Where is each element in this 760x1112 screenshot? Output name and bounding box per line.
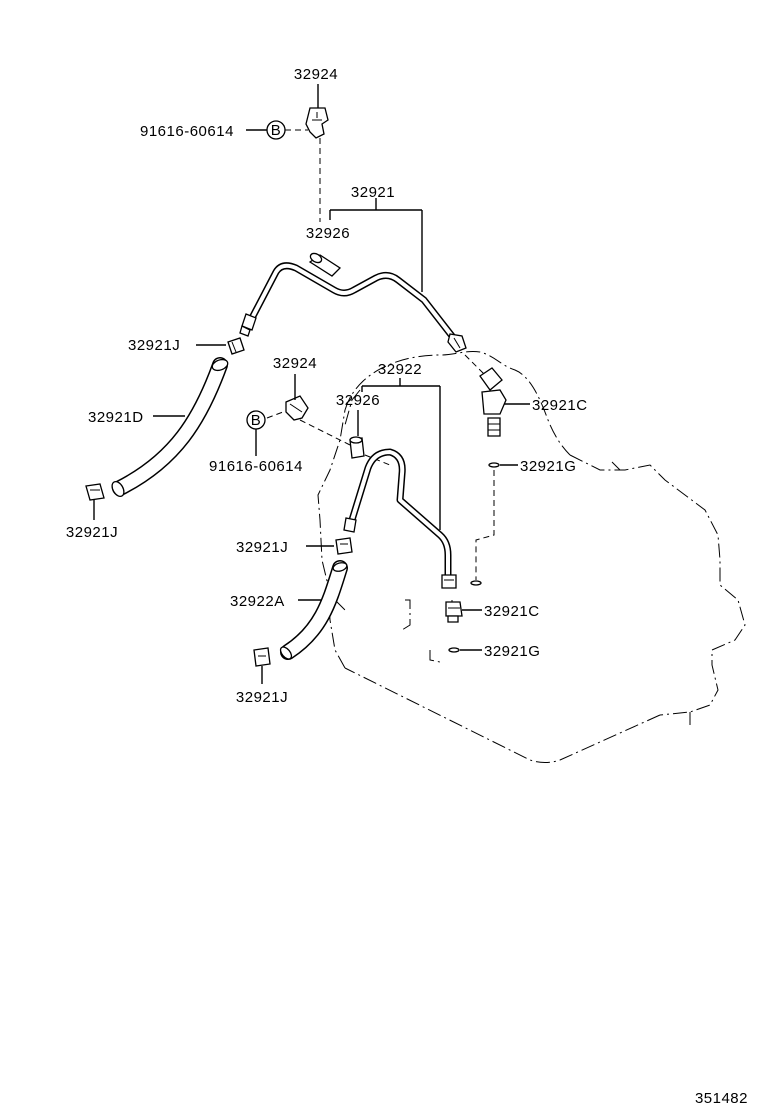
bolt-b-badge-mid[interactable]: B xyxy=(246,410,266,430)
label-clip-j2: 32921J xyxy=(66,524,118,541)
transmission-outline xyxy=(317,351,746,763)
label-clamp-mid: 32926 xyxy=(336,392,380,409)
label-bolt-mid: 91616-60614 xyxy=(209,458,303,475)
label-hose-a: 32922A xyxy=(230,593,285,610)
clamp-mid[interactable] xyxy=(349,410,365,459)
label-pipe-assy-mid: 32922 xyxy=(378,361,422,378)
union-lower[interactable] xyxy=(445,601,463,623)
pipe-assy-top-bracket xyxy=(329,198,423,292)
case-port-upper xyxy=(470,580,482,586)
pipe-upper[interactable] xyxy=(239,262,467,353)
clamp-top[interactable] xyxy=(308,252,342,277)
labels: 32924 91616-60614 32921 32926 32921J 329… xyxy=(66,66,748,1107)
hose-a[interactable] xyxy=(278,560,348,661)
label-bracket-top: 32924 xyxy=(294,66,338,83)
clip-lower-left[interactable] xyxy=(85,483,105,501)
label-pipe-assy-top: 32921 xyxy=(351,184,395,201)
label-bolt-top: 91616-60614 xyxy=(140,123,234,140)
bracket-mid[interactable] xyxy=(285,374,309,421)
bolt-b-letter-top: B xyxy=(271,122,282,139)
gasket-upper[interactable] xyxy=(488,462,500,468)
label-union-c1: 32921C xyxy=(532,397,588,414)
bolt-b-badge-top[interactable]: B xyxy=(266,120,286,140)
label-hose-d: 32921D xyxy=(88,409,144,426)
label-clip-j3: 32921J xyxy=(236,539,288,556)
label-clip-j1: 32921J xyxy=(128,337,180,354)
pipe-middle[interactable] xyxy=(343,448,457,589)
union-upper[interactable] xyxy=(479,367,507,437)
clip-upper-left[interactable] xyxy=(227,337,245,355)
pipe-assy-mid-bracket xyxy=(361,378,441,530)
clip-middle[interactable] xyxy=(335,537,353,555)
hose-d[interactable] xyxy=(110,357,230,499)
bolt-b-letter-mid: B xyxy=(251,412,262,429)
bracket-top[interactable] xyxy=(305,84,329,139)
label-union-c2: 32921C xyxy=(484,603,540,620)
clip-bottom[interactable] xyxy=(253,647,271,667)
label-clamp-top: 32926 xyxy=(306,225,350,242)
figure-number: 351482 xyxy=(695,1090,748,1107)
gasket-lower[interactable] xyxy=(448,647,460,653)
label-clip-j4: 32921J xyxy=(236,689,288,706)
label-bracket-mid: 32924 xyxy=(273,355,317,372)
label-gasket-g2: 32921G xyxy=(484,643,540,660)
label-gasket-g1: 32921G xyxy=(520,458,576,475)
